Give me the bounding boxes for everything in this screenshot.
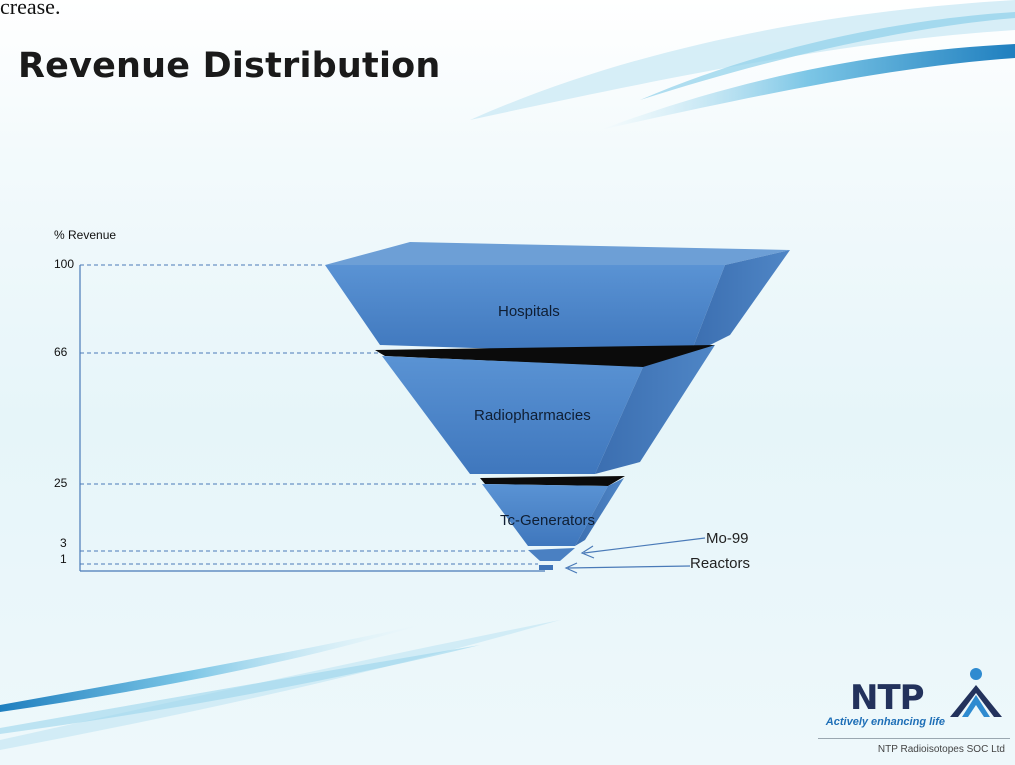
logo-divider bbox=[818, 738, 1010, 739]
separator-25 bbox=[480, 476, 625, 486]
ntp-logo: NTP bbox=[850, 668, 1002, 718]
mo-99-arrowhead bbox=[580, 545, 595, 559]
bottom-swoosh-thin bbox=[0, 645, 480, 734]
tc-generators-side-face bbox=[575, 478, 624, 546]
radiopharmacies-side-face bbox=[595, 345, 715, 474]
hospitals-top-face bbox=[325, 242, 790, 265]
radiopharmacies-front-face bbox=[382, 356, 643, 474]
hospitals-side-face bbox=[690, 250, 790, 355]
funnel-layer-hospitals bbox=[325, 242, 790, 355]
funnel-layer-radiopharmacies bbox=[382, 345, 715, 474]
page-title: Revenue Distribution bbox=[18, 46, 441, 86]
funnel-layer-tc-generators bbox=[482, 478, 624, 546]
logo-figure-inner-icon bbox=[962, 695, 990, 717]
tick-25: 25 bbox=[54, 476, 68, 490]
callout-mo-99: Mo-99 bbox=[706, 530, 749, 547]
top-swoosh bbox=[600, 44, 1015, 130]
layer-label-hospitals: Hospitals bbox=[498, 303, 560, 320]
reactors-arrow bbox=[567, 565, 691, 569]
funnel-layer-reactors bbox=[539, 565, 553, 570]
tick-66: 66 bbox=[54, 345, 68, 359]
layer-label-radiopharmacies: Radiopharmacies bbox=[474, 407, 591, 424]
layer-label-tc-generators: Tc-Generators bbox=[500, 512, 596, 529]
tick-1: 1 bbox=[60, 552, 67, 566]
top-swoosh-thin bbox=[640, 12, 1015, 100]
top-text-fragment: crease. bbox=[0, 0, 61, 19]
logo-figure-icon bbox=[950, 685, 1002, 717]
logo-wordmark: NTP bbox=[850, 678, 924, 718]
axis-label: % Revenue bbox=[54, 228, 117, 242]
bottom-swoosh bbox=[0, 625, 420, 712]
callout-reactors: Reactors bbox=[690, 555, 751, 572]
tick-100: 100 bbox=[54, 257, 75, 271]
hospitals-front-face bbox=[325, 265, 725, 355]
logo-tagline: Actively enhancing life bbox=[825, 716, 945, 728]
tc-generators-front-face bbox=[482, 484, 608, 546]
mo-99-arrow bbox=[583, 537, 706, 554]
tick-3: 3 bbox=[60, 536, 67, 550]
reactors-arrowhead bbox=[564, 562, 578, 574]
separator-66 bbox=[375, 345, 715, 368]
company-name: NTP Radioisotopes SOC Ltd bbox=[877, 744, 1005, 755]
funnel-layer-mo-99 bbox=[528, 548, 575, 561]
logo-figure-head-icon bbox=[970, 668, 982, 680]
